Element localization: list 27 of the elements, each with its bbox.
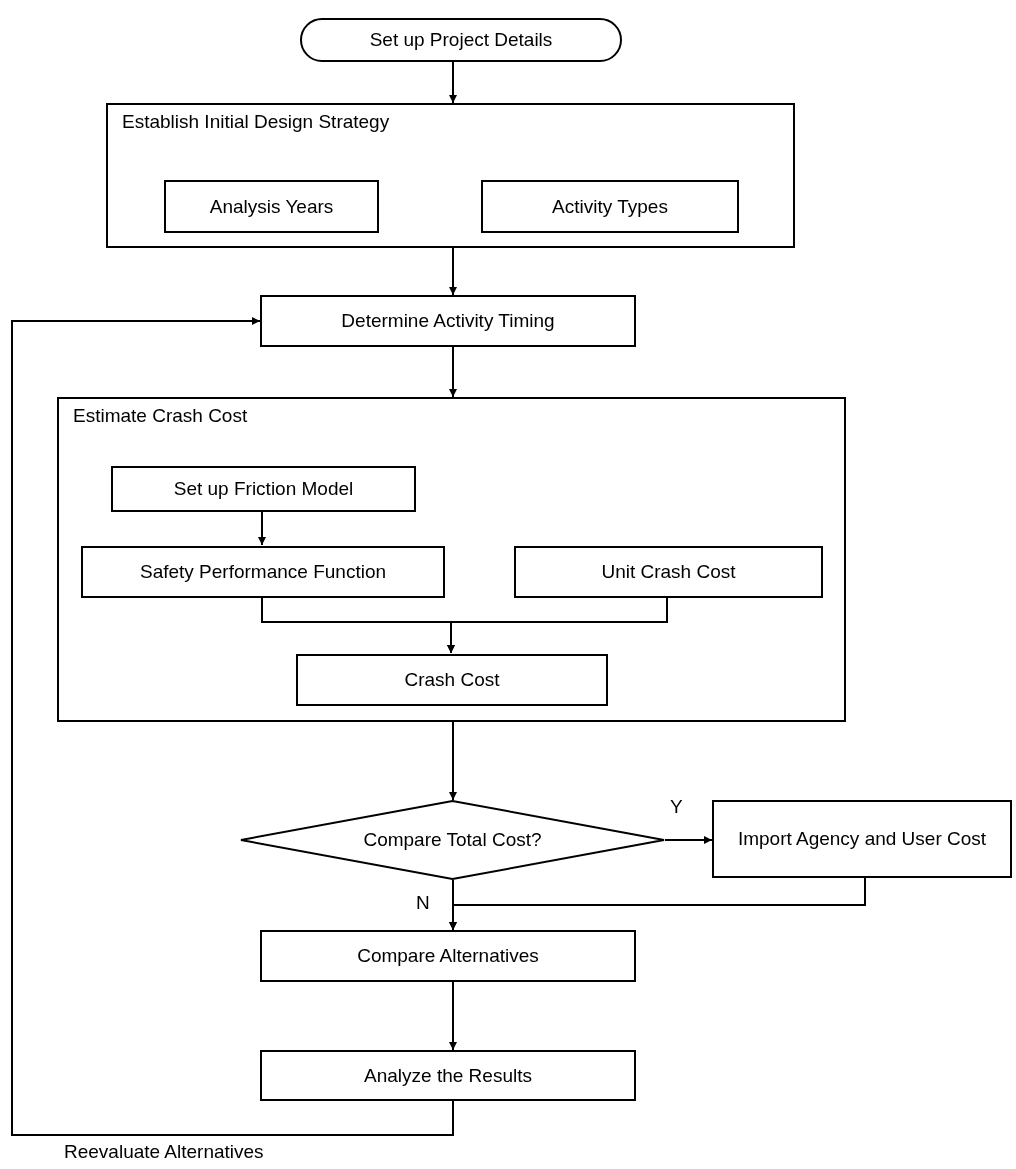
connector-arrow <box>664 836 713 844</box>
process-box: Activity Types <box>481 180 739 233</box>
group-heading: Estimate Crash Cost <box>73 404 248 428</box>
connector-arrow <box>449 981 457 1051</box>
process-box: Analyze the Results <box>260 1050 636 1101</box>
process-box: Compare Alternatives <box>260 930 636 982</box>
connector-arrow <box>11 317 454 1136</box>
connector-arrow <box>449 247 457 296</box>
group-heading: Establish Initial Design Strategy <box>122 110 390 134</box>
connector-arrow <box>258 510 266 546</box>
group-frame <box>106 103 795 248</box>
decision-diamond <box>240 800 665 880</box>
start-terminal: Set up Project Details <box>300 18 622 62</box>
process-box: Set up Friction Model <box>111 466 416 512</box>
process-box: Analysis Years <box>164 180 379 233</box>
process-box: Unit Crash Cost <box>514 546 823 598</box>
connector-arrow <box>449 346 457 398</box>
connector-arrow <box>447 596 668 654</box>
process-box: Determine Activity Timing <box>260 295 636 347</box>
process-box: Import Agency and User Cost <box>712 800 1012 878</box>
connector-arrow <box>449 721 457 801</box>
connector-arrow <box>449 877 866 931</box>
decision-label: Compare Total Cost? <box>363 828 542 852</box>
process-box: Crash Cost <box>296 654 608 706</box>
group-frame <box>57 397 846 722</box>
connector-arrow <box>449 61 457 104</box>
process-box: Safety Performance Function <box>81 546 445 598</box>
